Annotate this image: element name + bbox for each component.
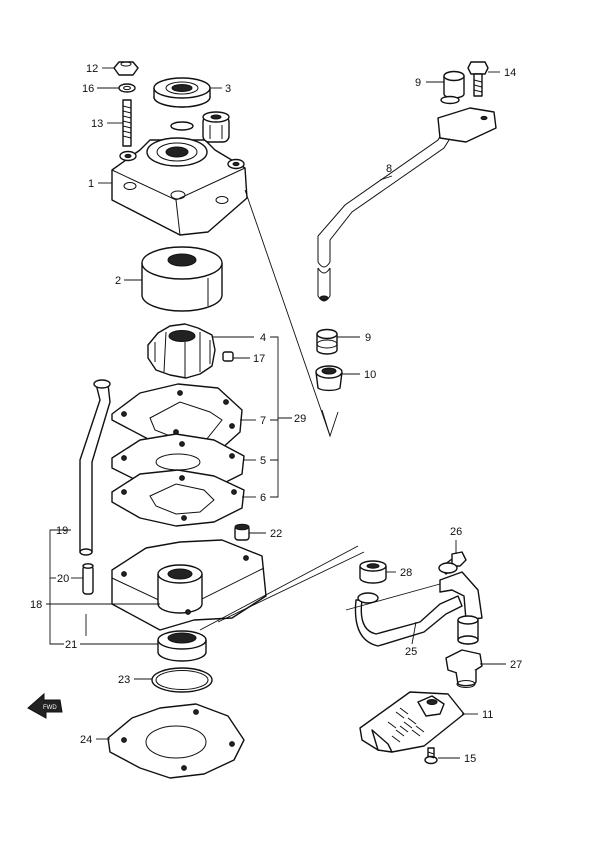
- label-2: 2: [115, 275, 121, 287]
- part-15-screw[interactable]: [424, 747, 438, 765]
- label-14: 14: [504, 67, 516, 79]
- label-9-lower: 9: [365, 332, 371, 344]
- part-10-bushing[interactable]: [315, 365, 343, 392]
- label-26: 26: [450, 526, 462, 538]
- part-28-grommet[interactable]: [359, 560, 387, 584]
- label-1: 1: [88, 178, 94, 190]
- callout-labels: 12 16 13 3 1 2 4 17 7 5 6 29 22 9 14 8 9…: [30, 63, 522, 765]
- label-8: 8: [386, 163, 392, 175]
- part-13-stud-bolt[interactable]: [122, 99, 132, 147]
- label-24: 24: [80, 734, 92, 746]
- part-24-gasket[interactable]: [107, 703, 245, 779]
- label-29: 29: [294, 413, 306, 425]
- label-12: 12: [86, 63, 98, 75]
- fwd-direction-arrow: FWD: [27, 692, 63, 719]
- leader-lines: [46, 67, 506, 759]
- label-9-top: 9: [415, 77, 421, 89]
- label-4: 4: [260, 332, 266, 344]
- part-9-grommet-top[interactable]: [440, 70, 465, 105]
- part-8-water-pipe[interactable]: [317, 107, 497, 302]
- label-16: 16: [82, 83, 94, 95]
- label-3: 3: [225, 83, 231, 95]
- part-3-seal[interactable]: [153, 77, 211, 108]
- part-12-nut[interactable]: [113, 61, 139, 76]
- part-4-impeller[interactable]: [147, 323, 216, 379]
- label-28: 28: [400, 567, 412, 579]
- label-20: 20: [57, 573, 69, 585]
- label-23: 23: [118, 674, 130, 686]
- fwd-label: FWD: [43, 705, 57, 711]
- label-18: 18: [30, 599, 42, 611]
- label-10: 10: [364, 369, 376, 381]
- label-5: 5: [260, 455, 266, 467]
- assembly-guidelines: [85, 189, 441, 636]
- part-21-oil-seal[interactable]: [157, 630, 207, 662]
- part-18-lower-case[interactable]: [111, 539, 267, 631]
- part-9-grommet-lower[interactable]: [316, 328, 338, 355]
- part-16-washer[interactable]: [118, 83, 136, 93]
- part-19-water-tube[interactable]: [79, 379, 111, 556]
- label-17: 17: [253, 353, 265, 365]
- label-27: 27: [510, 659, 522, 671]
- part-2-liner[interactable]: [141, 246, 223, 312]
- label-7: 7: [260, 415, 266, 427]
- part-23-o-ring[interactable]: [151, 667, 213, 693]
- part-11-cover-plate[interactable]: [359, 691, 465, 753]
- label-21: 21: [65, 639, 77, 651]
- label-19: 19: [56, 525, 68, 537]
- part-6-gasket[interactable]: [111, 469, 245, 527]
- label-25: 25: [405, 646, 417, 658]
- part-25-outlet-hose[interactable]: [354, 562, 483, 647]
- label-22: 22: [270, 528, 282, 540]
- part-20-grommet[interactable]: [82, 563, 94, 595]
- label-11: 11: [482, 709, 493, 721]
- part-14-bolt[interactable]: [467, 61, 489, 97]
- label-15: 15: [464, 753, 476, 765]
- part-17-key[interactable]: [222, 351, 234, 362]
- part-22-dowel[interactable]: [234, 523, 250, 541]
- part-27-plug[interactable]: [445, 649, 483, 688]
- part-1-pump-case[interactable]: [111, 111, 248, 236]
- label-13: 13: [91, 118, 103, 130]
- label-6: 6: [260, 492, 266, 504]
- part-7-gasket[interactable]: [111, 383, 243, 451]
